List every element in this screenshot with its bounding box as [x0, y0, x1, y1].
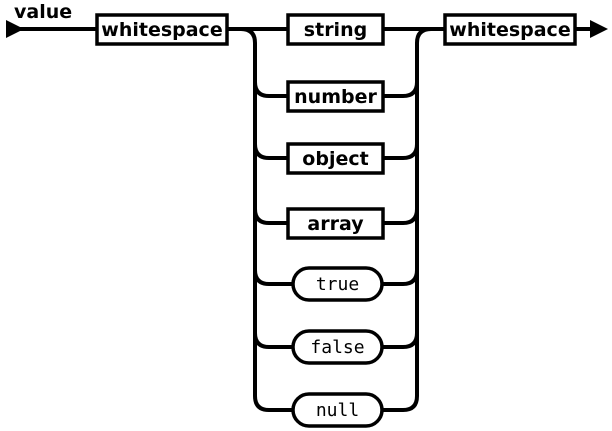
- whitespace-left-label: whitespace: [101, 19, 222, 41]
- rail-false-in: [253, 332, 293, 349]
- string-label: string: [304, 19, 367, 41]
- whitespace-right-label: whitespace: [449, 19, 570, 41]
- branch-number: number: [253, 80, 419, 113]
- rail-object-in: [253, 143, 288, 160]
- rail-false-out: [382, 332, 419, 349]
- rail-number-in: [253, 81, 288, 98]
- node-whitespace-left: whitespace: [95, 13, 229, 46]
- branch-array: array: [253, 207, 419, 240]
- rail-left-spine: [240, 27, 270, 412]
- array-label: array: [307, 213, 364, 235]
- array-box: [286, 207, 385, 240]
- branch-string: string: [286, 13, 431, 46]
- rail-true-in: [253, 269, 293, 286]
- node-whitespace-right: whitespace: [443, 13, 577, 46]
- rail-number-out: [383, 81, 419, 98]
- branch-object: object: [253, 142, 419, 175]
- end-arrow-icon: [590, 20, 608, 38]
- rail-true-out: [382, 269, 419, 286]
- branch-null: null: [269, 392, 403, 428]
- rail-array-out: [383, 208, 419, 225]
- branch-false: false: [253, 329, 419, 365]
- number-label: number: [294, 86, 377, 108]
- true-label: true: [316, 274, 359, 295]
- false-label: false: [310, 337, 364, 358]
- null-label: null: [316, 400, 359, 421]
- rail-array-in: [253, 208, 288, 225]
- page-title: value: [14, 1, 72, 23]
- branch-true: true: [253, 266, 419, 302]
- rail-object-out: [383, 143, 419, 160]
- object-box: [286, 142, 385, 175]
- object-label: object: [302, 148, 368, 170]
